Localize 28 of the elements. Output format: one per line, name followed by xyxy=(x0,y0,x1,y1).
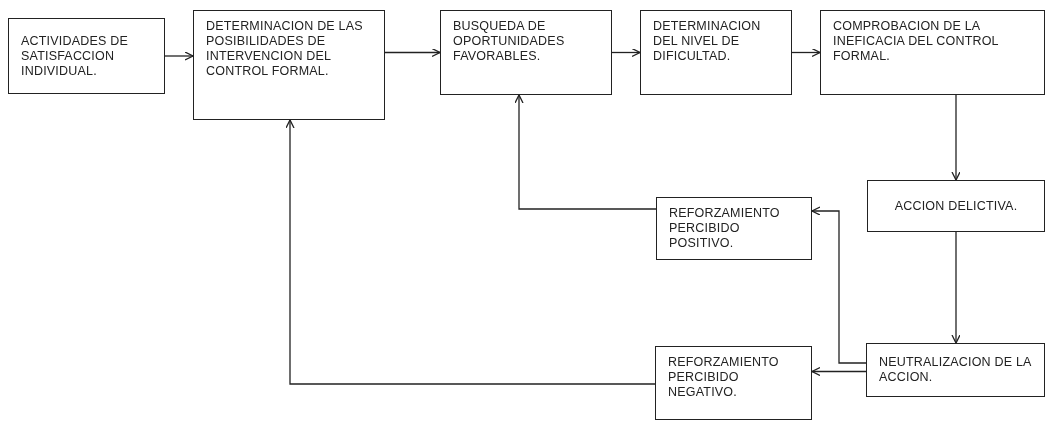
process-box xyxy=(656,197,812,260)
arrow xyxy=(811,366,867,377)
process-box xyxy=(8,18,165,94)
arrow xyxy=(611,47,641,58)
process-box xyxy=(866,343,1045,397)
box-label: REFORZAMIENTO PERCIBIDO POSITIVO. xyxy=(669,206,781,251)
arrow xyxy=(164,51,194,61)
box-label: REFORZAMIENTO PERCIBIDO NEGATIVO. xyxy=(668,355,780,400)
box-label: DETERMINACION DEL NIVEL DE DIFICULTAD. xyxy=(653,19,762,64)
box-label: BUSQUEDA DE OPORTUNIDADES FAVORABLES. xyxy=(453,19,566,64)
box-label: DETERMINACION DE LAS POSIBILIDADES DE INTERVENCION DEL CONTROL FORMAL. xyxy=(206,19,364,79)
process-box xyxy=(820,10,1045,95)
process-box xyxy=(867,180,1045,232)
arrow xyxy=(514,94,657,210)
box-label: ACCION DELICTIVA. xyxy=(894,198,1018,214)
box-label: COMPROBACION DE LA INEFICACIA DEL CONTROL FORMAL. xyxy=(833,19,1000,64)
process-box xyxy=(655,346,812,420)
process-box xyxy=(640,10,792,95)
box-label: ACTIVIDADES DE SATISFACCION INDIVIDUAL. xyxy=(21,33,129,79)
box-label: NEUTRALIZACION DE LA ACCION. xyxy=(879,355,1032,385)
arrow xyxy=(384,47,441,58)
arrow xyxy=(791,47,821,58)
process-box xyxy=(193,10,385,120)
process-box xyxy=(440,10,612,95)
arrow xyxy=(951,94,961,181)
arrow xyxy=(811,206,867,364)
arrow xyxy=(285,119,656,385)
arrow xyxy=(951,231,961,344)
